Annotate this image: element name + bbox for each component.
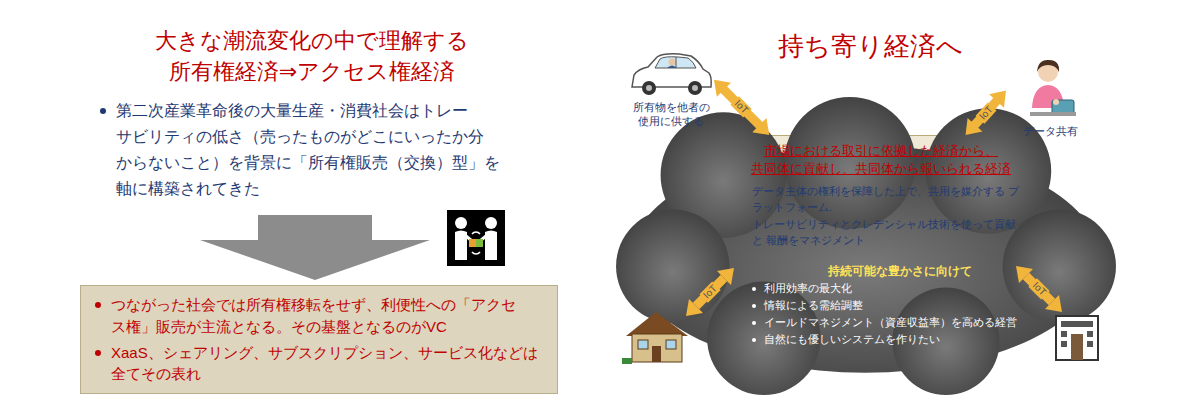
panel-heading: 持ち寄り経済へ <box>740 30 1000 64</box>
person-node: データ共有 <box>1006 56 1094 138</box>
bullet-dot <box>100 108 106 114</box>
car-icon <box>628 50 714 98</box>
down-arrow <box>200 215 430 280</box>
cloud-bullet: 利用効率の最大化 <box>764 280 1052 297</box>
title-wrap: 大きな潮流変化の中で理解する 所有権経済⇒アクセス権経済 <box>112 26 512 88</box>
icon-holder <box>1006 56 1094 122</box>
bullet-dot <box>752 304 756 308</box>
bullet-text: XaaS、シェアリング、サブスクリプション、サービス化などは 全てその表れ <box>111 342 547 386</box>
bullet-row: トレーサビリティとクレデンシャル技術を使って貢献と 報酬をマネジメント <box>741 216 1021 248</box>
person-icon <box>1018 56 1082 122</box>
bullet-dot <box>752 338 756 342</box>
bullet-dot <box>752 321 756 325</box>
bullet-row: 情報による需給調整 <box>752 297 1052 314</box>
label-wrap: 第二次産業革命後の大量生産・消費社会はトレー サビリティの低さ（売ったものがどこ… <box>100 98 512 202</box>
icon-caption: 所有物を他者の 使用に供する <box>628 100 714 129</box>
exchange-icon <box>447 210 505 266</box>
bullet-row: イールドマネジメント（資産収益率）を高める経営 <box>752 314 1052 331</box>
bullet-row: XaaS、シェアリング、サブスクリプション、サービス化などは 全てその表れ <box>95 342 547 386</box>
icon-holder <box>628 50 714 98</box>
iot-connector <box>714 80 769 135</box>
car-node: 所有物を他者の 使用に供する <box>628 50 714 129</box>
iot-arrow <box>1016 266 1062 312</box>
conclusion-box: つながった社会では所有権移転をせず、利便性への「アクセ ス権」販売が主流となる。… <box>80 285 558 394</box>
box-heading: 市場における取引に依拠した経済から、 共同体に貢献し、共同体から報いられる経済 <box>741 142 1021 178</box>
bullet-row: つながった社会では所有権移転をせず、利便性への「アクセ ス権」販売が主流となる。… <box>95 294 547 338</box>
iot-arrow <box>686 268 734 316</box>
cloud-bullet: イールドマネジメント（資産収益率）を高める経営 <box>764 314 1052 331</box>
cloud-text: 持続可能な豊かさに向けて利用効率の最大化情報による需給調整イールドマネジメント（… <box>752 262 1052 348</box>
bullet-row: 利用効率の最大化 <box>752 280 1052 297</box>
iot-connector <box>966 91 1006 135</box>
bullet-dot <box>752 287 756 291</box>
bullet-row: データ主体の権利を保障した上で、共用を媒介する プラットフォーム. <box>741 183 1021 215</box>
cloud-heading: 持続可能な豊かさに向けて <box>828 262 1052 280</box>
platform-box: 市場における取引に依拠した経済から、 共同体に貢献し、共同体から報いられる経済デ… <box>730 135 1032 255</box>
cloud-bullet: 情報による需給調整 <box>764 297 1052 314</box>
cloud-bullet: 自然にも優しいシステムを作りたい <box>764 331 1052 348</box>
bullet-text: つながった社会では所有権移転をせず、利便性への「アクセ ス権」販売が主流となる。… <box>111 294 547 338</box>
title: 大きな潮流変化の中で理解する 所有権経済⇒アクセス権経済 <box>112 26 512 88</box>
house-icon <box>622 312 688 364</box>
label-wrap: 持ち寄り経済へ <box>740 30 1000 64</box>
box-bullet: データ主体の権利を保障した上で、共用を媒介する プラットフォーム. <box>752 183 1021 215</box>
icon-caption: データ共有 <box>1006 124 1094 138</box>
bullet-dot <box>95 350 101 356</box>
bullet-row: 第二次産業革命後の大量生産・消費社会はトレー サビリティの低さ（売ったものがどこ… <box>100 98 512 202</box>
cloud-shape: 市場における取引に依拠した経済から、 共同体に貢献し、共同体から報いられる経済デ… <box>612 92 1118 396</box>
bullet-row: 自然にも優しいシステムを作りたい <box>752 331 1052 348</box>
box-bullet: トレーサビリティとクレデンシャル技術を使って貢献と 報酬をマネジメント <box>752 216 1021 248</box>
bullet-text: 第二次産業革命後の大量生産・消費社会はトレー サビリティの低さ（売ったものがどこ… <box>116 98 512 202</box>
building-icon <box>1056 316 1098 360</box>
bullet-dot <box>95 302 101 308</box>
